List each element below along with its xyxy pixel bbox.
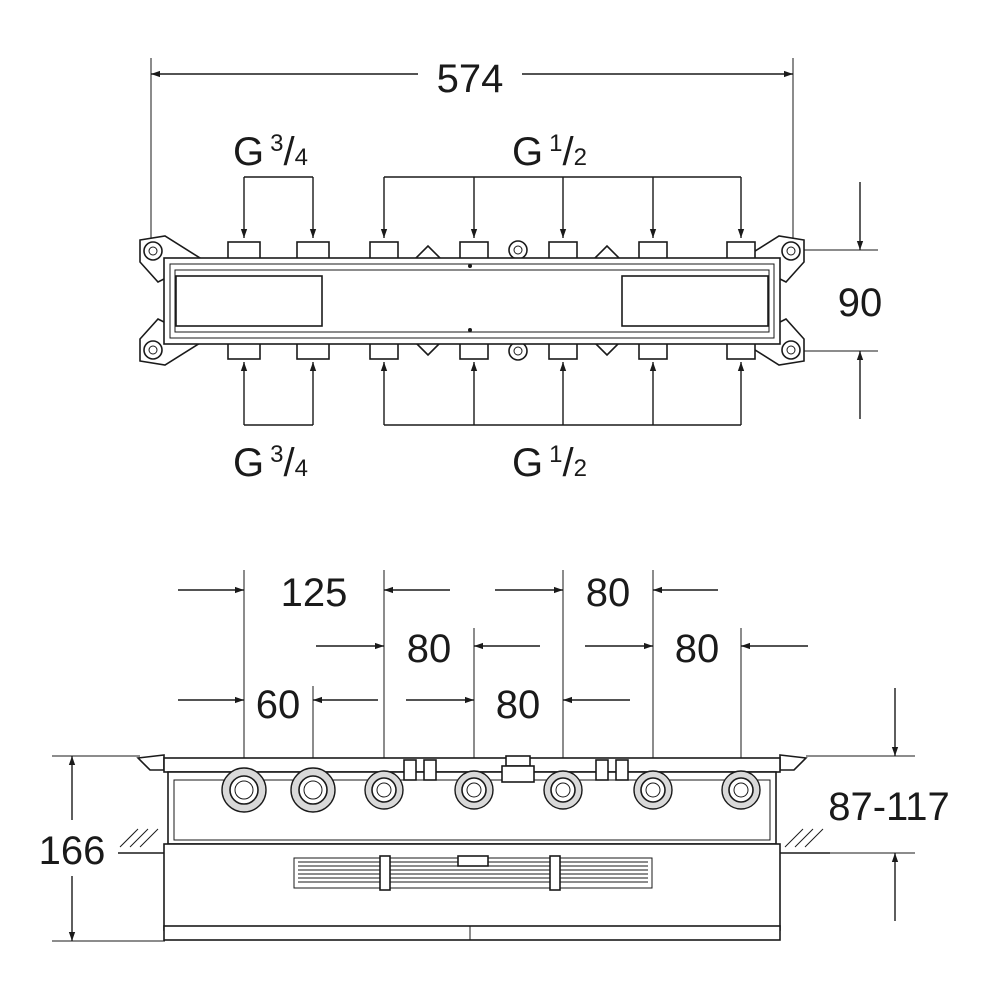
spacing-80-lower-dimension: 80 [406,683,630,727]
spacing-60-label: 60 [256,683,301,727]
outlet-ports-front-view [221,767,761,813]
spacing-80-upper-right-label: 80 [586,571,631,615]
spacing-80-middle-right-dimension: 80 [585,627,808,671]
installation-height-label: 166 [39,829,106,873]
installation-height-dimension: 166 [39,755,165,942]
spacing-80-middle-left-label: 80 [407,627,452,671]
thread-bracket-top [240,176,745,238]
top-height-dimension: 90 [800,182,882,419]
wall-surface-marks [118,828,830,854]
overall-width-label: 574 [437,57,504,101]
top-height-label: 90 [838,281,883,325]
spacing-80-upper-right-dimension: 80 [495,571,718,615]
spacing-125-label: 125 [281,571,348,615]
wall-depth-dimension: 87-117 [806,688,950,921]
wall-depth-label: 87-117 [828,785,950,829]
thread-bracket-bottom [240,362,745,426]
spacing-80-middle-left-dimension: 80 [316,627,540,671]
spacing-80-lower-label: 80 [496,683,541,727]
spacing-80-middle-right-label: 80 [675,627,720,671]
box-body-top-view [163,257,781,345]
box-body-front-view [136,754,808,941]
front-view: 125 80 80 80 60 80 [39,570,950,942]
overall-width-dimension: 574 [150,57,794,240]
spacing-60-dimension: 60 [178,683,378,727]
spacing-125-dimension: 125 [178,571,450,615]
